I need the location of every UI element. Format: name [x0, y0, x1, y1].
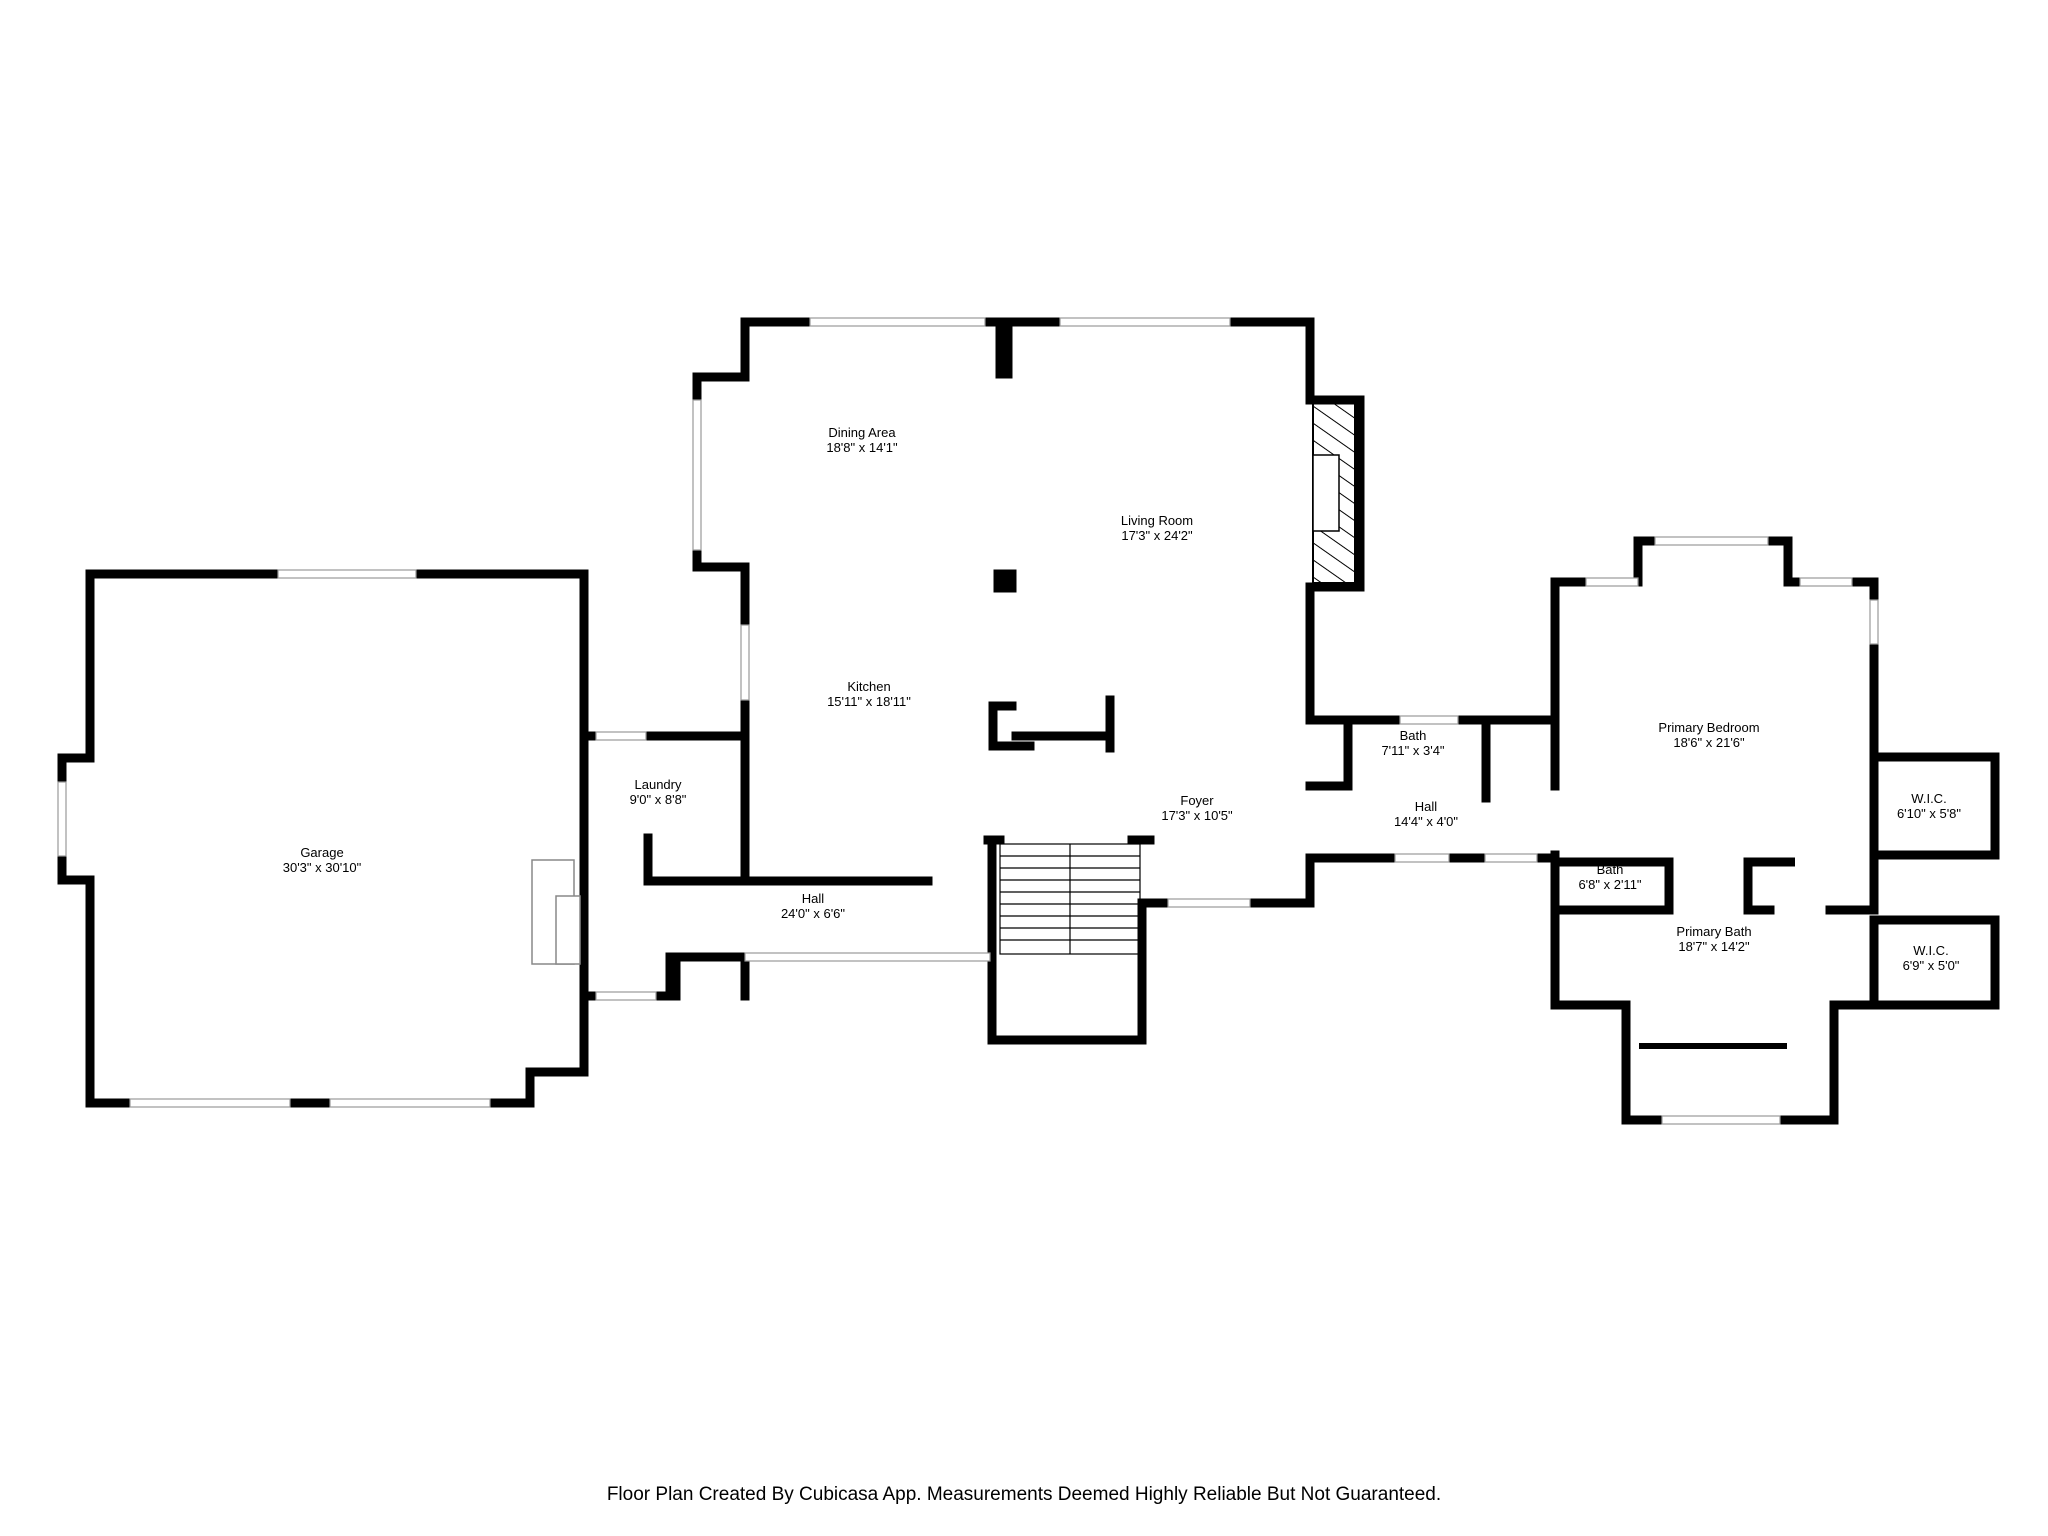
- window-kitchen-west: [740, 624, 750, 701]
- room-dim-garage: 30'3" x 30'10": [283, 860, 362, 875]
- window-bed-north: [1654, 536, 1769, 546]
- stairs: [999, 843, 1141, 955]
- window-dining-north: [809, 317, 986, 327]
- room-name-laundry: Laundry: [635, 777, 682, 792]
- primary-bath-walls: [1550, 852, 1879, 915]
- window-garage-south-2: [329, 1098, 491, 1108]
- window-laundry-south: [595, 991, 657, 1001]
- kitchen-island: [988, 695, 1115, 753]
- room-dim-bath-hall: 7'11" x 3'4": [1381, 743, 1444, 758]
- window-foyer-south: [1167, 898, 1251, 908]
- room-name-kitchen: Kitchen: [847, 679, 890, 694]
- laundry-wall: [643, 731, 933, 886]
- room-dim-living: 17'3" x 24'2": [1121, 528, 1193, 543]
- foyer-south-wall: [1245, 853, 1400, 908]
- garage-wall-outline: [57, 569, 589, 1108]
- window-garage-north: [277, 569, 417, 579]
- room-dim-foyer: 17'3" x 10'5": [1161, 808, 1233, 823]
- room-name-hall-main: Hall: [802, 891, 825, 906]
- window-laundry: [595, 731, 647, 741]
- fireplace-box: [1312, 454, 1340, 532]
- room-name-foyer: Foyer: [1180, 793, 1214, 808]
- windows: [57, 317, 1879, 1125]
- room-dim-hall-main: 24'0" x 6'6": [781, 906, 845, 921]
- window-primary-bath-south: [1661, 1115, 1781, 1125]
- window-garage-south: [129, 1098, 291, 1108]
- window-bed-east: [1869, 599, 1879, 645]
- room-name-wic-2: W.I.C.: [1913, 943, 1948, 958]
- main-wall-north: [692, 317, 815, 630]
- room-dim-wic-1: 6'10" x 5'8": [1897, 806, 1961, 821]
- kitchen-west-wall: [579, 695, 750, 741]
- window-bed-ne: [1799, 577, 1853, 587]
- room-name-living: Living Room: [1121, 513, 1193, 528]
- window-bed-nw: [1585, 577, 1639, 587]
- room-name-primary-bedroom: Primary Bedroom: [1658, 720, 1759, 735]
- bath-walls: [1343, 715, 1491, 803]
- stair-wall: [987, 835, 1173, 1045]
- room-dim-primary-bedroom: 18'6" x 21'6": [1673, 735, 1745, 750]
- window-hall-east: [1394, 853, 1450, 863]
- room-dim-wic-2: 6'9" x 5'0": [1903, 958, 1960, 973]
- room-dim-bath-small: 6'8" x 2'11": [1578, 877, 1641, 892]
- window-dining-west: [692, 399, 702, 551]
- window-hall-south: [744, 952, 991, 962]
- room-name-dining: Dining Area: [828, 425, 896, 440]
- walls: [57, 317, 2000, 1125]
- room-name-primary-bath: Primary Bath: [1676, 924, 1751, 939]
- room-dim-kitchen: 15'11" x 18'11": [827, 694, 911, 709]
- window-garage-west: [57, 781, 67, 857]
- room-dim-hall-east: 14'4" x 4'0": [1394, 814, 1458, 829]
- window-hall-east-2: [1484, 853, 1538, 863]
- column-top: [995, 319, 1013, 379]
- main-wall-north-east: [1225, 317, 1365, 725]
- room-dim-primary-bath: 18'7" x 14'2": [1678, 939, 1750, 954]
- room-name-garage: Garage: [300, 845, 343, 860]
- column-mid: [993, 569, 1017, 593]
- room-name-hall-east: Hall: [1415, 799, 1438, 814]
- window-living-north: [1059, 317, 1231, 327]
- garage-step-inner: [555, 895, 581, 965]
- window-bath-north: [1399, 715, 1459, 725]
- floor-plan-disclaimer: Floor Plan Created By Cubicasa App. Meas…: [606, 1484, 1442, 1505]
- room-name-wic-1: W.I.C.: [1911, 791, 1946, 806]
- bedroom-wing-wall: [1550, 536, 2000, 860]
- room-dim-dining: 18'8" x 14'1": [826, 440, 898, 455]
- hall-south-wall: [579, 952, 750, 1001]
- bedroom-wing-south: [1550, 850, 2000, 1125]
- room-name-bath-hall: Bath: [1400, 728, 1427, 743]
- room-name-bath-small: Bath: [1597, 862, 1624, 877]
- room-dim-laundry: 9'0" x 8'8": [630, 792, 687, 807]
